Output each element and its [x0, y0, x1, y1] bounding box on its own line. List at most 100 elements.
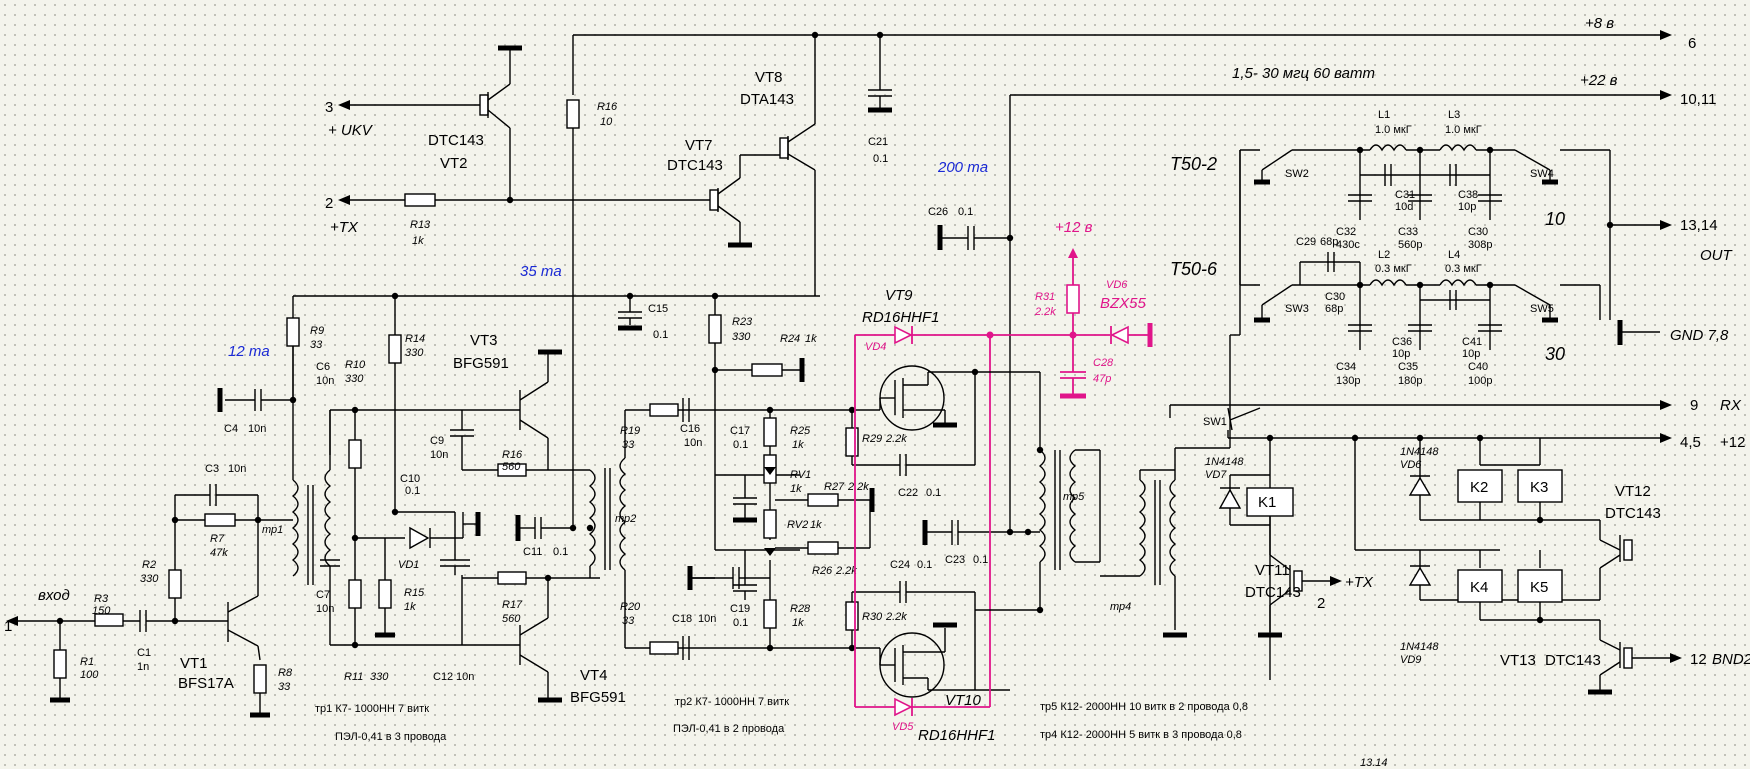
r10-label: R10	[345, 359, 366, 371]
c24-value: 0.1	[917, 559, 932, 571]
input-label: вход	[38, 587, 70, 604]
r13-value: 1k	[412, 235, 424, 247]
r8-label: R8	[278, 667, 293, 679]
t50-6-label: T50-6	[1170, 259, 1218, 279]
r29-label: R29	[862, 433, 882, 445]
v8-label: +8 в	[1585, 15, 1614, 32]
r3-value: 150	[92, 605, 111, 617]
r7-label: R7	[210, 533, 225, 545]
v12-pink-label: +12 в	[1055, 219, 1093, 236]
vd5-label: VD5	[892, 721, 914, 733]
vt10-type: RD16HHF1	[918, 727, 996, 744]
vt2-label: VT2	[440, 155, 468, 172]
r1-value: 100	[80, 669, 99, 681]
c33-value: 560p	[1398, 239, 1422, 251]
gate-bias-network	[618, 296, 875, 660]
c21-value: 0.1	[873, 153, 888, 165]
protection-network	[854, 248, 1153, 717]
current-35ma: 35 ma	[520, 263, 562, 280]
vt7-label: VT7	[685, 137, 713, 154]
r31-value: 2.2k	[1034, 306, 1056, 318]
tx2-label: +TX	[1345, 574, 1374, 591]
r1-label: R1	[80, 656, 94, 668]
tx-pin: 2	[325, 195, 333, 212]
r7-value: 47k	[210, 547, 228, 559]
k3-label: K3	[1530, 479, 1548, 496]
c3-value: 10n	[228, 463, 246, 475]
sw4-label: SW4	[1530, 168, 1554, 180]
v22-pin: 10,11	[1680, 91, 1716, 108]
supply-rails	[573, 30, 1672, 443]
c23-value: 0.1	[973, 554, 988, 566]
c12-label: C12	[433, 671, 453, 683]
c35-value: 180p	[1398, 375, 1422, 387]
r11-label: R11	[344, 671, 363, 683]
c17-label: C17	[730, 425, 750, 437]
rv2-label: RV2	[787, 519, 808, 531]
k4-label: K4	[1470, 579, 1488, 596]
out-label: OUT	[1700, 247, 1734, 264]
r31-label: R31	[1035, 291, 1055, 303]
sw1-label: SW1	[1203, 416, 1227, 428]
vd1-label: VD1	[398, 559, 419, 571]
vt3-vt4-bias	[320, 296, 481, 649]
c24-label: C24	[890, 559, 910, 571]
c10-value: 0.1	[405, 485, 420, 497]
current-12ma: 12 ma	[228, 343, 270, 360]
input-pin: 1	[4, 618, 12, 635]
vd8-label: VD6	[1400, 459, 1422, 471]
vt12-label: VT12	[1615, 483, 1651, 500]
l4-label: L4	[1448, 249, 1460, 261]
v12-pin: 4,5	[1680, 434, 1701, 451]
r20-value: 33	[622, 615, 635, 627]
relay-section	[1218, 434, 1682, 695]
r19-label: R19	[620, 425, 640, 437]
c6-label: C6	[316, 361, 330, 373]
input-section	[6, 484, 293, 703]
c9-label: C9	[430, 435, 444, 447]
output-mosfets	[830, 365, 1010, 698]
l1-label: L1	[1378, 109, 1390, 121]
c29-label: C29	[1296, 236, 1316, 248]
c26-value: 0.1	[958, 206, 973, 218]
vt8-type: DTA143	[740, 91, 794, 108]
c4-value: 10n	[248, 423, 266, 435]
c28-value: 47p	[1093, 373, 1111, 385]
r27-value: 2.2k	[847, 481, 869, 493]
r30-value: 2.2k	[885, 611, 907, 623]
tr1-label: тр1	[262, 524, 283, 536]
k2-label: K2	[1470, 479, 1488, 496]
c32-label: C32	[1336, 226, 1356, 238]
vt1-type: BFS17A	[178, 675, 234, 692]
tr2-label: тр2	[615, 513, 636, 525]
vd4-label: VD4	[865, 341, 886, 353]
r24-value: 1k	[805, 333, 817, 345]
c41-label: C41	[1462, 336, 1482, 348]
c34-label: C34	[1336, 361, 1356, 373]
vt1-label: VT1	[180, 655, 208, 672]
vt7-type: DTC143	[667, 157, 723, 174]
c30-label: C30	[1468, 226, 1488, 238]
c21-label: C21	[868, 136, 888, 148]
c19-label: C19	[730, 603, 750, 615]
drain-feed	[922, 225, 1040, 545]
r16-value: 560	[502, 461, 521, 473]
r14-label: R14	[405, 333, 425, 345]
r23-label: R23	[732, 316, 753, 328]
c31-value: 10d	[1395, 201, 1413, 213]
band30-label: 30	[1545, 344, 1565, 364]
c22-value: 0.1	[926, 487, 941, 499]
c17-value: 0.1	[733, 439, 748, 451]
c15-label: C15	[648, 303, 668, 315]
current-200ma: 200 ma	[937, 159, 988, 176]
c18-label: C18	[672, 613, 692, 625]
r23-value: 330	[732, 331, 751, 343]
c6-value: 10n	[316, 375, 334, 387]
c1-value: 1n	[137, 661, 149, 673]
l3-label: L3	[1448, 109, 1460, 121]
c7-value: 10n	[316, 603, 334, 615]
c30a-value: 68p	[1325, 303, 1343, 315]
sw2-label: SW2	[1285, 168, 1309, 180]
r26-label: R26	[812, 565, 833, 577]
r28-value: 1k	[792, 617, 804, 629]
